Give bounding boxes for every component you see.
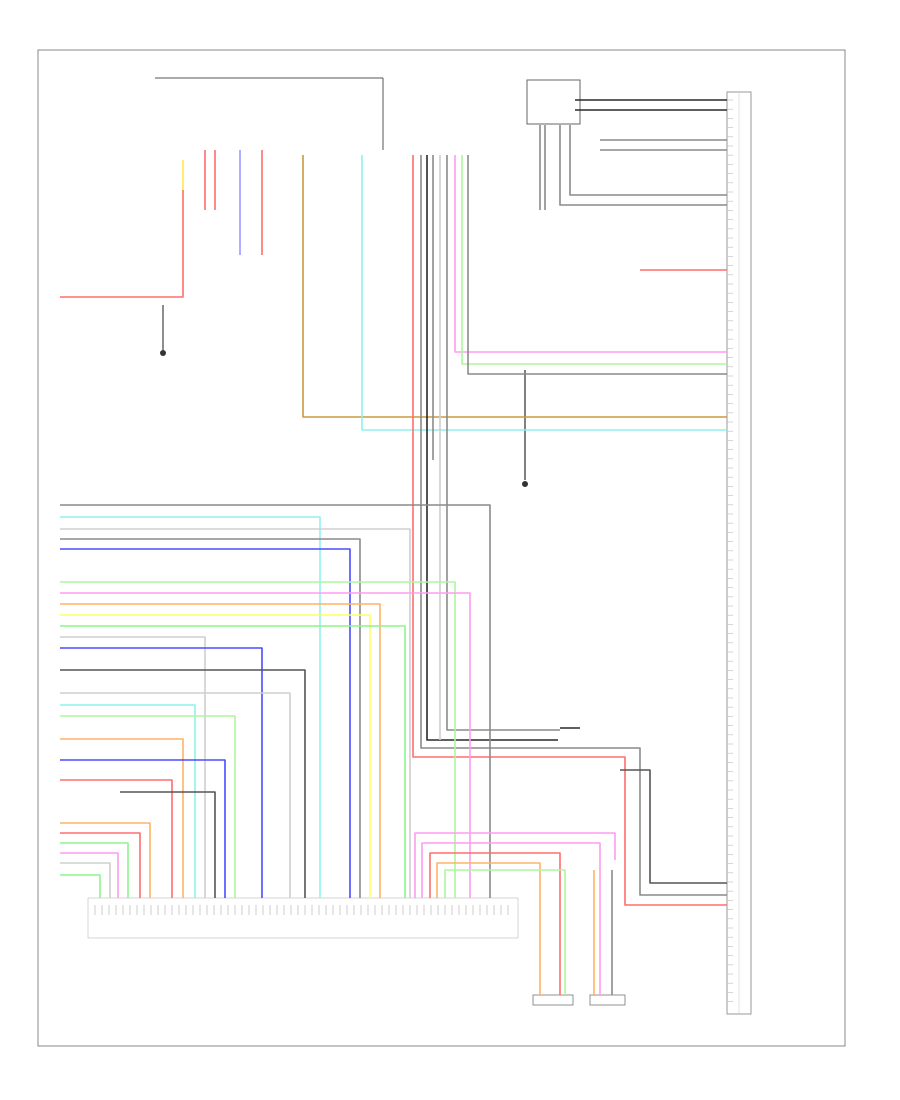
shield-bracket-top xyxy=(155,77,384,150)
wire-gray xyxy=(569,125,727,196)
wire-silver xyxy=(60,862,111,898)
wire-lightgreen xyxy=(60,715,236,898)
wire-gray xyxy=(60,538,361,898)
wire-pink xyxy=(60,852,119,898)
wire-green xyxy=(60,842,129,898)
wire-gray xyxy=(60,504,491,898)
diagram-frame xyxy=(37,49,846,1047)
wire-lightgreen xyxy=(461,155,727,365)
wire-lightblue xyxy=(60,704,196,898)
wire-lightblue xyxy=(361,155,727,431)
wire-darkgray xyxy=(120,791,216,898)
wire-green xyxy=(60,874,101,898)
wire-red xyxy=(412,155,727,906)
module-box-top xyxy=(526,79,581,125)
wire-brown xyxy=(302,155,727,418)
wire-silver xyxy=(60,636,206,898)
wire-blue xyxy=(60,548,351,898)
wire-orange xyxy=(60,738,184,898)
wire-red xyxy=(60,779,173,898)
wire-pink xyxy=(414,832,616,898)
wire-gray xyxy=(420,155,727,896)
wire-lightgreen xyxy=(60,581,456,898)
wire-orange xyxy=(436,862,541,995)
wire-black xyxy=(426,155,558,741)
ground-symbol-left xyxy=(160,305,166,356)
ground-symbol-middle xyxy=(522,370,528,487)
wire-pink xyxy=(421,842,601,995)
wire-gray xyxy=(446,155,560,731)
connector-block-bottom-left xyxy=(87,897,519,939)
wire-darkgray xyxy=(60,669,306,898)
wire-lightgreen xyxy=(444,869,566,995)
wire-red xyxy=(60,832,141,898)
wire-orange xyxy=(60,822,151,898)
wire-orange xyxy=(60,603,381,898)
wire-yellow xyxy=(60,614,371,898)
wire-silver xyxy=(60,528,411,898)
wire-red xyxy=(60,160,184,298)
wire-lightblue xyxy=(60,516,321,898)
wire-gray xyxy=(559,125,727,206)
control-unit-connector-right xyxy=(726,91,752,1015)
wire-blue xyxy=(60,759,226,898)
wire-group xyxy=(60,99,727,995)
speaker-box-right xyxy=(589,994,626,1006)
pin-ticks xyxy=(94,99,733,1002)
wire-gray xyxy=(467,155,727,375)
wire-darkgray xyxy=(620,769,727,884)
wire-red xyxy=(429,852,561,995)
wire-blue xyxy=(60,647,263,898)
wire-pink xyxy=(454,155,727,353)
speaker-box-left xyxy=(532,994,574,1006)
wire-pink xyxy=(60,592,471,898)
wire-green xyxy=(60,625,406,898)
wire-silver xyxy=(60,692,291,898)
